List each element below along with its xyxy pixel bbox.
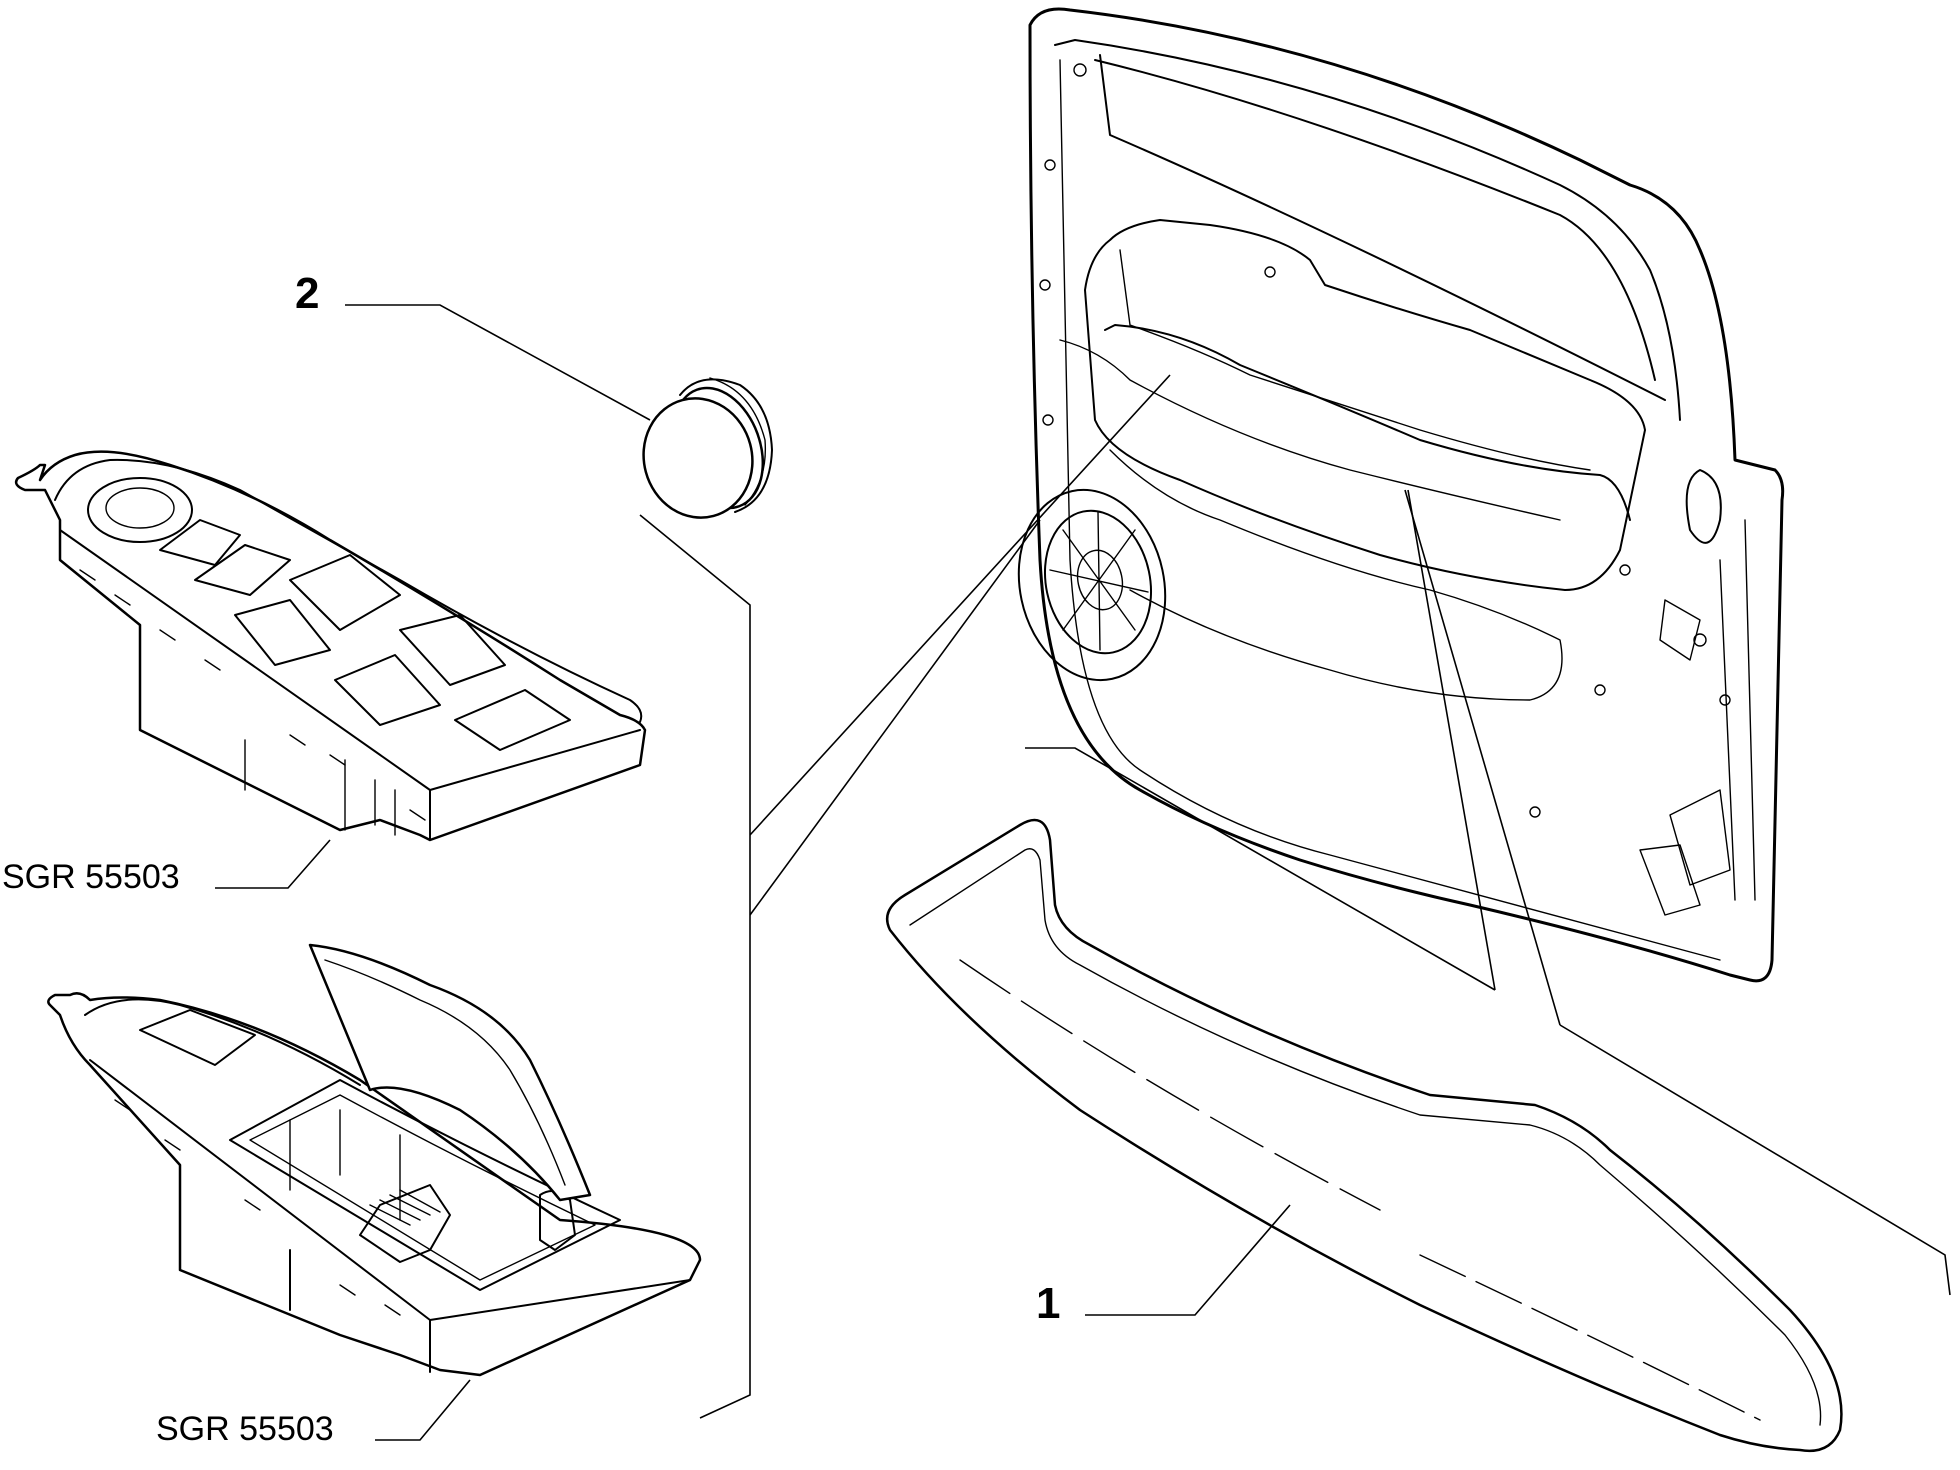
cap-plug-drawing [642,377,773,519]
callout-1: 1 [1036,1279,1060,1328]
leader-lines [215,304,1951,1441]
ref-code-upper: SGR 55503 [2,858,180,896]
door-panel-drawing [1017,7,1785,983]
callout-2: 2 [295,269,319,318]
ref-code-lower: SGR 55503 [156,1410,334,1448]
window-switch-panel-drawing [14,450,647,842]
armrest-trim-drawing [885,818,1843,1453]
open-switch-housing-drawing [47,943,702,1377]
